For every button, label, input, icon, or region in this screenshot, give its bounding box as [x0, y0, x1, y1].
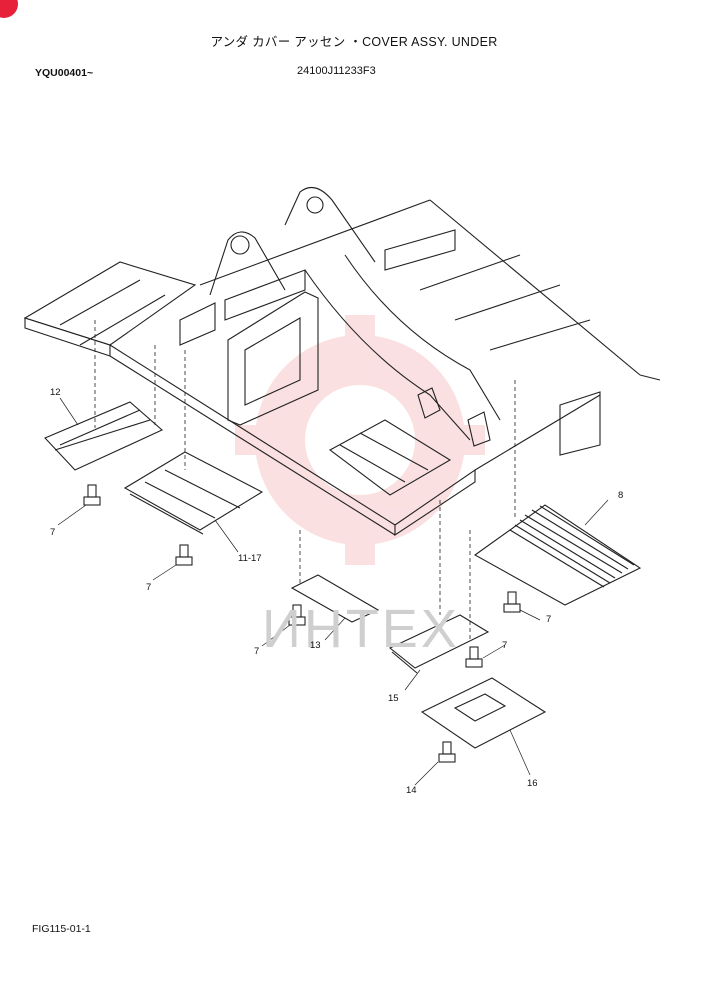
- watermark-logo: [235, 315, 485, 565]
- cover-plate-15: [388, 614, 490, 674]
- cover-plate-12: [44, 401, 164, 471]
- cover-plate-8: [473, 504, 642, 606]
- leader-lines: [57, 397, 609, 786]
- watermark-text: ИНТЕХ: [262, 599, 460, 659]
- callout-8: 8: [618, 490, 624, 501]
- bolt-icon: [83, 484, 521, 763]
- callout-13: 13: [310, 640, 321, 651]
- page-title: アンダ カバー アッセン ・COVER ASSY. UNDER: [210, 35, 498, 49]
- callout-11-17: 11-17: [238, 553, 262, 564]
- cover-plate-11-17: [123, 451, 264, 535]
- main-frame: [23, 186, 661, 537]
- callout-16: 16: [527, 778, 538, 789]
- part-number: 24100J11233F3: [297, 65, 376, 77]
- callout-15: 15: [388, 693, 399, 704]
- callout-12: 12: [50, 387, 61, 398]
- callout-7: 7: [502, 640, 508, 651]
- figure-id: FIG115-01-1: [32, 923, 91, 935]
- callout-14: 14: [406, 785, 417, 796]
- corner-badge: [0, 0, 18, 18]
- cover-plate-13: [290, 574, 380, 623]
- callout-7: 7: [254, 646, 260, 657]
- cover-plate-16: [420, 677, 547, 749]
- callout-7: 7: [50, 527, 56, 538]
- serial-range: YQU00401~: [35, 67, 94, 79]
- callout-7: 7: [146, 582, 152, 593]
- callout-7: 7: [546, 614, 552, 625]
